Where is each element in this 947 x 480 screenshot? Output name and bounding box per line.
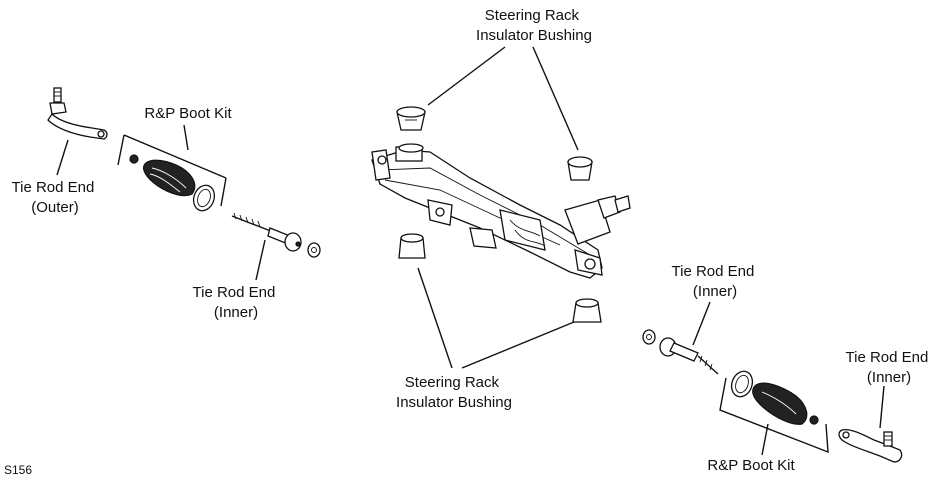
label-tie-rod-inner-left-line1: Tie Rod End (193, 284, 276, 301)
leader-lines (56, 46, 885, 456)
tie-rod-end-far-right-part (838, 428, 903, 463)
boot-kit-left-part (117, 134, 227, 212)
label-bushing-top-line2: Insulator Bushing (476, 27, 592, 44)
label-bushing-bottom: Steering Rack Insulator Bushing (396, 374, 512, 411)
label-tie-rod-far-right-line1: Tie Rod End (846, 349, 929, 366)
label-tie-rod-inner-right: Tie Rod End (Inner) (672, 263, 759, 300)
figure-code: S156 (4, 463, 32, 477)
label-tie-rod-inner-left: Tie Rod End (Inner) (193, 284, 280, 321)
bushing-bottom-right-part (572, 298, 602, 323)
label-tie-rod-far-right-line2: (Inner) (867, 369, 911, 386)
label-bushing-top-line1: Steering Rack (485, 7, 580, 24)
label-tie-rod-inner-right-line1: Tie Rod End (672, 263, 755, 280)
steering-rack-assembly-part (371, 143, 631, 279)
bushing-top-right-part (567, 156, 593, 181)
label-tie-rod-outer-left-line2: (Outer) (31, 199, 79, 216)
label-bushing-top: Steering Rack Insulator Bushing (476, 7, 592, 44)
label-bushing-bottom-line2: Insulator Bushing (396, 394, 512, 411)
label-tie-rod-inner-left-line2: (Inner) (214, 304, 258, 321)
label-tie-rod-inner-right-line2: (Inner) (693, 283, 737, 300)
label-tie-rod-outer-left-line1: Tie Rod End (12, 179, 95, 196)
label-boot-kit-left: R&P Boot Kit (144, 105, 232, 122)
label-tie-rod-far-right: Tie Rod End (Inner) (846, 349, 933, 386)
tie-rod-end-outer-left-part (47, 87, 108, 140)
label-bushing-bottom-line1: Steering Rack (405, 374, 500, 391)
label-boot-kit-right: R&P Boot Kit (707, 457, 795, 474)
tie-rod-end-inner-left-part (231, 212, 321, 258)
bushing-bottom-left-part (398, 233, 426, 259)
tie-rod-end-inner-right-part (642, 329, 719, 375)
bushing-top-left-part (396, 106, 426, 131)
label-tie-rod-outer-left: Tie Rod End (Outer) (12, 179, 99, 216)
boot-kit-right-part (719, 370, 829, 454)
